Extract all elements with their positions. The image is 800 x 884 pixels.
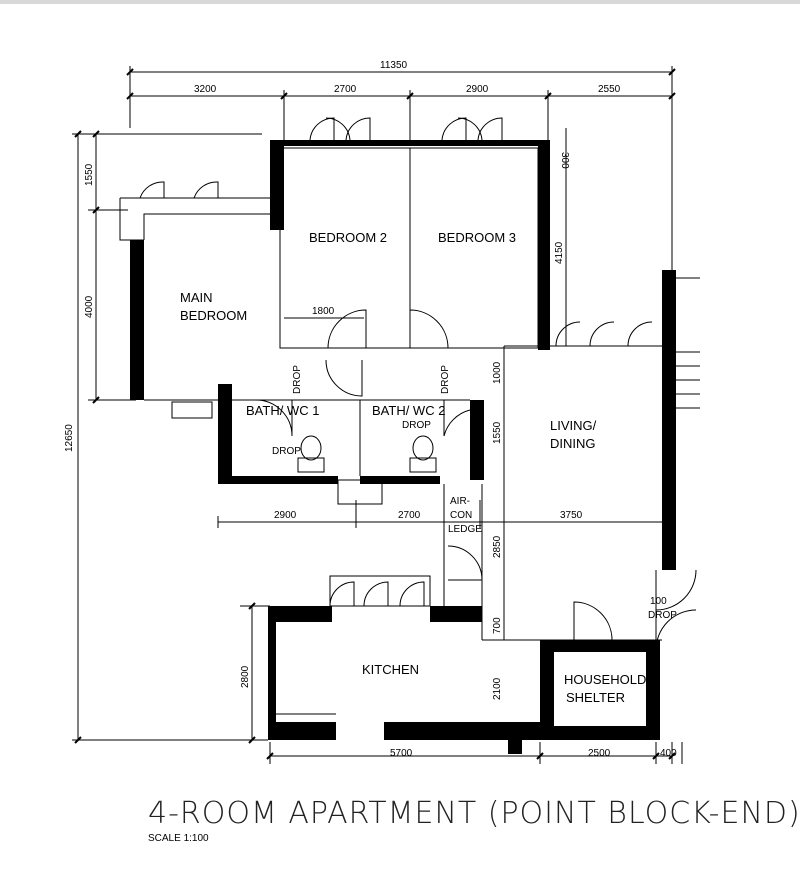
room-label-aircon-2: CON — [450, 510, 472, 521]
walls — [130, 140, 676, 754]
stair-lines — [676, 277, 700, 409]
thin-walls — [119, 147, 662, 715]
doors — [255, 309, 697, 651]
room-label-aircon-3: LEDGE — [448, 524, 482, 535]
plan-title: 4-ROOM APARTMENT (POINT BLOCK-END) — [148, 796, 800, 831]
room-label-aircon-1: AIR- — [450, 496, 470, 507]
dim-1550-right: 1550 — [492, 421, 503, 444]
drop-label-100: 100 — [650, 596, 667, 607]
room-label-main-bedroom-2: BEDROOM — [180, 308, 247, 323]
room-label-shelter-2: SHELTER — [566, 690, 625, 705]
dim-2100-right: 2100 — [492, 677, 503, 700]
dim-2900: 2900 — [466, 84, 489, 95]
dim-4000-left: 4000 — [84, 295, 95, 318]
room-label-bedroom-2: BEDROOM 2 — [309, 230, 387, 245]
room-label-living-1: LIVING/ — [550, 418, 597, 433]
room-label-main-bedroom-1: MAIN — [180, 290, 213, 305]
top-border — [0, 0, 800, 4]
dim-2700-mid: 2700 — [398, 510, 421, 521]
dim-2800-left: 2800 — [240, 665, 251, 688]
room-label-living-2: DINING — [550, 436, 596, 451]
dim-2700: 2700 — [334, 84, 357, 95]
dim-1550-left: 1550 — [84, 163, 95, 186]
dim-12650-left: 12650 — [64, 424, 75, 452]
windows — [139, 117, 653, 607]
dim-4150-right: 4150 — [554, 241, 565, 264]
dim-3750-mid: 3750 — [560, 510, 583, 521]
room-label-kitchen: KITCHEN — [362, 662, 419, 677]
drop-label-4: DROP — [272, 446, 301, 457]
toilets — [297, 435, 437, 473]
room-label-shelter-1: HOUSEHOLD — [564, 672, 646, 687]
drop-label-5: DROP — [648, 610, 677, 621]
dimension-ticks — [74, 68, 676, 760]
room-label-bath-2: BATH/ WC 2 — [372, 403, 445, 418]
dim-300-right: 300 — [559, 152, 570, 169]
drop-label-1: DROP — [292, 365, 303, 394]
dim-2500: 2500 — [588, 748, 611, 759]
dim-5700: 5700 — [390, 748, 413, 759]
room-label-bath-1: BATH/ WC 1 — [246, 403, 319, 418]
dim-400: 400 — [660, 748, 677, 759]
drop-label-3: DROP — [402, 420, 431, 431]
dim-2550: 2550 — [598, 84, 621, 95]
plan-scale: SCALE 1:100 — [148, 833, 209, 844]
dim-1800: 1800 — [312, 306, 335, 317]
dim-3200: 3200 — [194, 84, 217, 95]
dim-11350: 11350 — [380, 60, 408, 71]
room-label-bedroom-3: BEDROOM 3 — [438, 230, 516, 245]
dim-1000-right: 1000 — [492, 361, 503, 384]
dim-2900-mid: 2900 — [274, 510, 297, 521]
drop-label-2: DROP — [440, 365, 451, 394]
dim-700-right: 700 — [492, 617, 503, 634]
dimension-lines — [72, 66, 683, 764]
dim-2850-right: 2850 — [492, 535, 503, 558]
